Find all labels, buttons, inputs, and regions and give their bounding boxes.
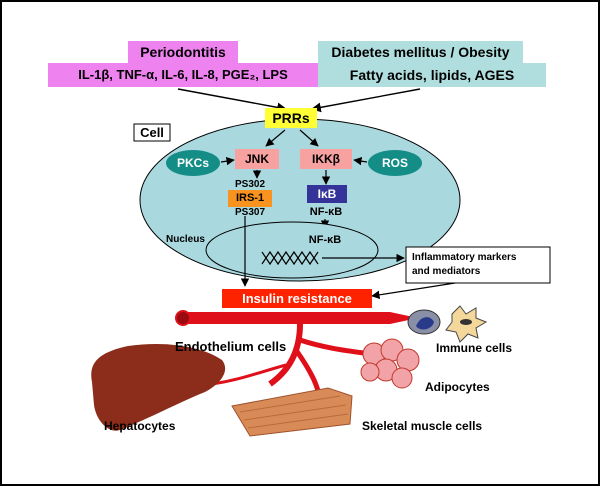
adipocytes-label: Adipocytes	[425, 380, 490, 394]
dna-strand-b	[261, 250, 319, 266]
cell-label: Cell	[140, 125, 164, 140]
blood-vessel-opening	[175, 310, 191, 326]
periodontitis-factors-box	[48, 63, 318, 87]
skeletal-muscle-label: Skeletal muscle cells	[362, 419, 483, 433]
periodontitis-factors: IL-1β, TNF-α, IL-6, IL-8, PGE₂, LPS	[78, 67, 288, 82]
liver-image	[91, 343, 226, 431]
diabetes-title-box	[318, 41, 523, 63]
blood-vessel-main	[182, 312, 418, 324]
ps307-label: PS307	[234, 207, 266, 218]
arrow-periodontitis-prrs	[177, 88, 287, 113]
vessel-branch-thin	[211, 363, 287, 386]
ikb-box	[307, 185, 347, 203]
prrs-box	[265, 108, 317, 128]
prrs-label: PRRs	[272, 110, 310, 126]
muscle-fibers	[239, 395, 349, 429]
cell-label-box	[133, 123, 171, 142]
nfkb-nucleus-label: NF-κB	[308, 234, 342, 246]
arrow-ros-ikkb	[353, 156, 368, 166]
arrow-prrs-ikkb	[299, 129, 319, 147]
ikb-label: IκB	[317, 187, 337, 201]
insulin-resistance-label: Insulin resistance	[242, 291, 352, 306]
ros-node	[368, 150, 422, 176]
arrow-prrs-jnk	[265, 129, 286, 147]
irs1-box	[228, 190, 272, 207]
inflammatory-line2: and mediators	[412, 266, 481, 277]
immune-cells-label: Immune cells	[436, 341, 513, 355]
inflammatory-line1: Inflammatory markers	[412, 252, 517, 263]
immune-cell-spiky-nucleus-icon	[460, 319, 472, 325]
vessel-branch-liver	[268, 323, 303, 387]
periodontitis-title: Periodontitis	[140, 44, 226, 60]
ikkb-box	[300, 149, 352, 169]
irs1-label: IRS-1	[235, 192, 265, 204]
insulin-resistance-box	[222, 289, 372, 308]
arrow-diabetes-prrs	[311, 88, 421, 113]
periodontitis-title-box	[128, 41, 238, 63]
hepatocytes-label: Hepatocytes	[104, 419, 176, 433]
pkcs-label: PKCs	[176, 156, 209, 170]
jnk-label: JNK	[244, 152, 269, 166]
immune-cell-nucleus-icon	[416, 317, 434, 330]
endothelium-label: Endothelium cells	[175, 339, 287, 354]
nfkb-cytoplasm-label: NF-κB	[309, 206, 343, 218]
inflammatory-box	[405, 246, 551, 284]
ps302-label: PS302	[234, 179, 266, 190]
diabetes-title: Diabetes mellitus / Obesity	[331, 44, 510, 60]
ikkb-label: IKKβ	[312, 152, 340, 166]
diabetes-factors-box	[318, 63, 546, 87]
jnk-box	[235, 149, 279, 169]
skeletal-muscle-image	[231, 387, 353, 437]
nucleus-label: Nucleus	[166, 234, 205, 245]
nucleus	[205, 221, 379, 279]
arrow-pkcs-jnk	[220, 156, 235, 166]
diabetes-factors: Fatty acids, lipids, AGES	[349, 67, 515, 83]
pkcs-node	[166, 150, 220, 176]
adipocytes-image	[360, 338, 420, 389]
arrow-inflammatory-insulin	[371, 282, 456, 299]
ros-label: ROS	[381, 156, 408, 170]
